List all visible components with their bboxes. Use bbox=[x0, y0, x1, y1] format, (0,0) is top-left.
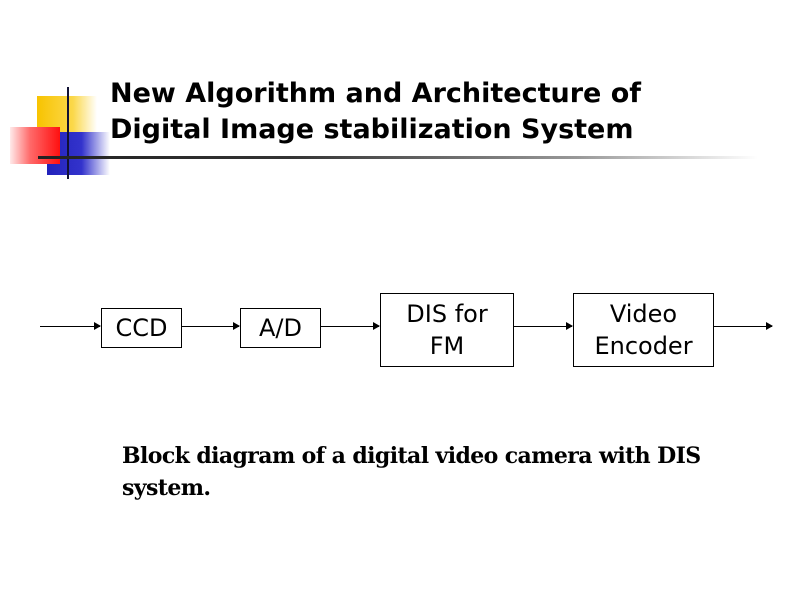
block-dis-label-line-2: FM bbox=[429, 332, 465, 360]
block-dis-label-line-1: DIS for bbox=[406, 300, 488, 328]
title-line-1: New Algorithm and Architecture of bbox=[110, 78, 642, 109]
arrow-dis-to-encoder bbox=[514, 322, 573, 330]
diagram-caption: Block diagram of a digital video camera … bbox=[122, 443, 701, 501]
input-arrow bbox=[40, 322, 101, 330]
title-line-2: Digital Image stabilization System bbox=[110, 114, 634, 145]
block-encoder-label-line-1: Video bbox=[609, 300, 678, 328]
block-ccd-label: CCD bbox=[115, 314, 168, 342]
arrow-ccd-to-ad bbox=[182, 322, 240, 330]
arrow-ad-to-dis bbox=[321, 322, 380, 330]
block-video-encoder: Video Encoder bbox=[573, 293, 714, 367]
slide-title: New Algorithm and Architecture of Digita… bbox=[110, 76, 790, 148]
block-ccd: CCD bbox=[101, 308, 182, 348]
block-dis: DIS for FM bbox=[380, 293, 514, 367]
block-encoder-label-line-2: Encoder bbox=[594, 332, 693, 360]
output-arrow bbox=[714, 322, 773, 330]
block-ad: A/D bbox=[240, 308, 321, 348]
block-ad-label: A/D bbox=[259, 314, 302, 342]
title-underline-divider bbox=[38, 156, 758, 159]
vertical-line-decoration bbox=[67, 87, 69, 179]
